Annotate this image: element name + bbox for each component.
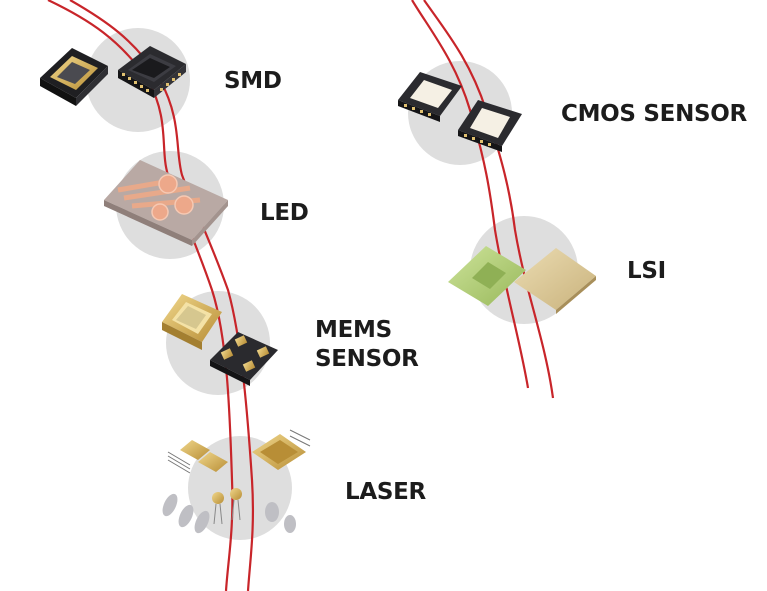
laser-package-icon — [162, 429, 311, 534]
lsi-chip-icon — [448, 246, 596, 314]
wire-right-a — [411, 0, 530, 389]
led-substrate-icon — [104, 160, 228, 246]
label-mems-line-2: SENSOR — [315, 346, 419, 372]
smd-package-icon — [40, 46, 186, 106]
label-led: LED — [260, 200, 309, 226]
mems-package-icon — [162, 294, 278, 386]
cmos-package-icon — [398, 72, 522, 152]
label-mems-line-1: MEMS — [315, 317, 392, 343]
label-lsi: LSI — [627, 258, 666, 284]
label-mems: MEMS SENSOR — [315, 316, 419, 374]
label-cmos: CMOS SENSOR — [561, 101, 747, 127]
wire-right-b — [423, 0, 555, 399]
label-smd: SMD — [224, 68, 282, 94]
label-laser: LASER — [345, 479, 426, 505]
